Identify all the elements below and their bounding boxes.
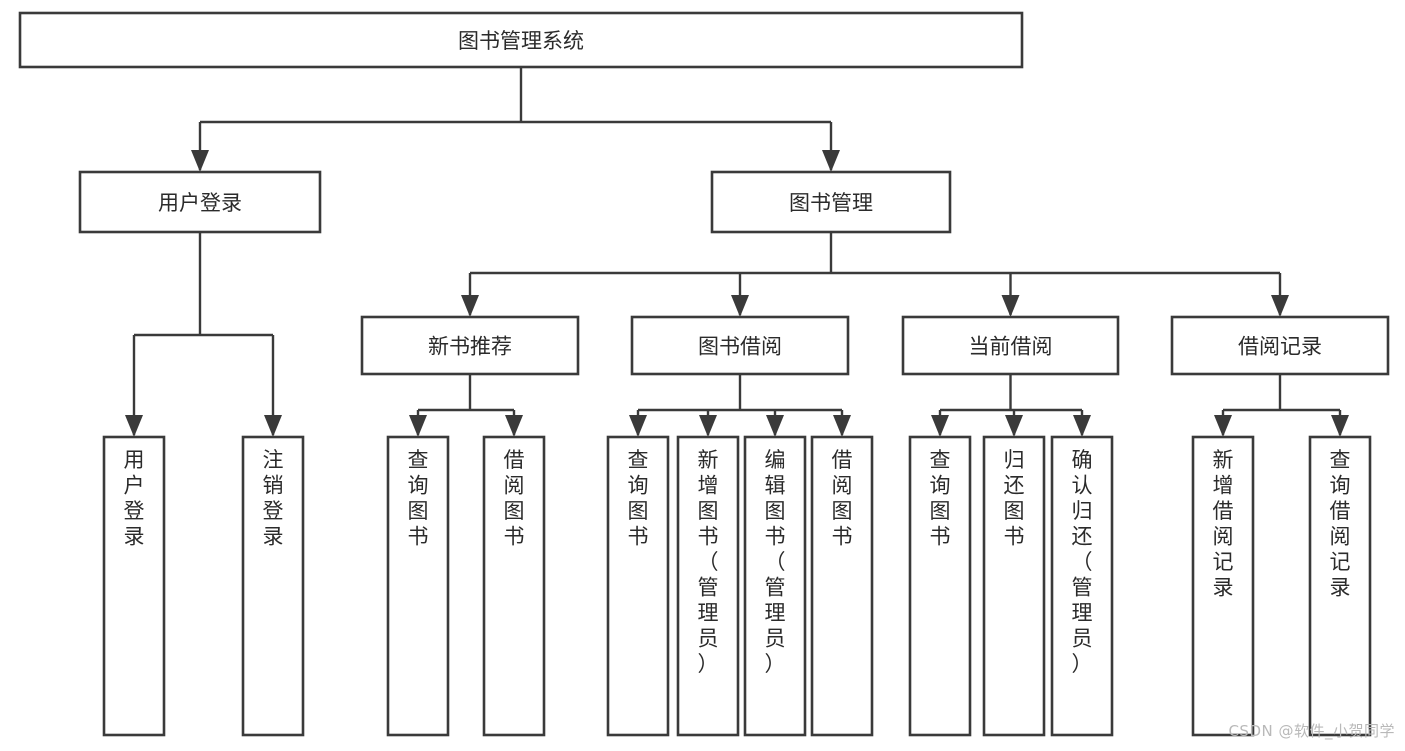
node-leaf-12-box[interactable] [1308,435,1372,737]
node-root-system-box[interactable] [18,11,1024,69]
node-leaf-1[interactable]: 注销登录 [241,435,305,737]
watermark-label: CSDN @软件_小贺同学 [1228,722,1395,740]
arrowhead-root-branch-0 [191,150,209,172]
node-leaf-9[interactable]: 归还图书 [982,435,1046,737]
node-level2-0-label: 用户登录 [158,191,242,215]
node-leaf-5[interactable]: 新增图书（管理员） [676,435,740,737]
node-level2-1[interactable]: 图书管理 [710,170,952,234]
node-level3-2[interactable]: 当前借阅 [901,315,1120,376]
arrowhead-borrow-branch-2 [766,415,784,437]
arrowhead-current-branch-0 [931,415,949,437]
node-level3-3[interactable]: 借阅记录 [1170,315,1390,376]
connectors-layer [125,67,1349,437]
node-level3-2-box[interactable] [901,315,1120,376]
arrowhead-newbook-branch-0 [409,415,427,437]
node-leaf-3-label: 借阅图书 [504,448,525,549]
node-leaf-4[interactable]: 查询图书 [606,435,670,737]
node-level3-1[interactable]: 图书借阅 [630,315,850,376]
node-root-system[interactable]: 图书管理系统 [18,11,1024,69]
node-leaf-3-box[interactable] [482,435,546,737]
node-leaf-9-box[interactable] [982,435,1046,737]
arrowhead-books-branch-1 [731,295,749,317]
node-leaf-9-label: 归还图书 [1004,448,1025,549]
node-level2-1-box[interactable] [710,170,952,234]
arrowhead-current-branch-2 [1073,415,1091,437]
arrowhead-record-branch-0 [1214,415,1232,437]
node-root-system-label: 图书管理系统 [458,29,584,53]
node-leaf-10[interactable]: 确认归还（管理员） [1050,435,1114,737]
node-leaf-3[interactable]: 借阅图书 [482,435,546,737]
node-leaf-6-box[interactable] [743,435,807,737]
node-level3-0-box[interactable] [360,315,580,376]
arrowhead-borrow-branch-0 [629,415,647,437]
arrowhead-login-branch-1 [264,415,282,437]
node-level2-0[interactable]: 用户登录 [78,170,322,234]
node-level3-3-box[interactable] [1170,315,1390,376]
node-leaf-11-box[interactable] [1191,435,1255,737]
node-level3-1-label: 图书借阅 [698,335,782,359]
node-leaf-1-label: 注销登录 [263,448,284,549]
node-leaf-6[interactable]: 编辑图书（管理员） [743,435,807,737]
node-leaf-0-label: 用户登录 [124,448,145,549]
arrowhead-root-branch-1 [822,150,840,172]
node-leaf-10-label: 确认归还（管理员） [1072,448,1093,676]
arrowhead-books-branch-2 [1001,295,1020,317]
node-level2-1-label: 图书管理 [789,191,873,215]
node-level3-2-label: 当前借阅 [969,335,1053,359]
node-leaf-12-label: 查询借阅记录 [1330,448,1351,600]
node-leaf-2-label: 查询图书 [408,448,429,549]
node-leaf-5-label: 新增图书（管理员） [698,448,719,676]
arrowhead-newbook-branch-1 [505,415,523,437]
node-leaf-8[interactable]: 查询图书 [908,435,972,737]
node-leaf-0-box[interactable] [102,435,166,737]
node-leaf-11-label: 新增借阅记录 [1213,448,1234,600]
arrowhead-borrow-branch-1 [699,415,717,437]
node-level3-3-label: 借阅记录 [1238,335,1322,359]
node-level3-1-box[interactable] [630,315,850,376]
node-leaf-6-label: 编辑图书（管理员） [765,448,786,676]
node-leaf-8-box[interactable] [908,435,972,737]
node-leaf-12[interactable]: 查询借阅记录 [1308,435,1372,737]
node-leaf-11[interactable]: 新增借阅记录 [1191,435,1255,737]
arrowhead-record-branch-1 [1331,415,1349,437]
node-leaf-10-box[interactable] [1050,435,1114,737]
node-leaf-8-label: 查询图书 [930,448,951,549]
node-leaf-1-box[interactable] [241,435,305,737]
node-leaf-0[interactable]: 用户登录 [102,435,166,737]
node-leaf-4-box[interactable] [606,435,670,737]
arrowhead-books-branch-0 [461,295,479,317]
node-leaf-7-label: 借阅图书 [832,448,853,549]
node-leaf-7-box[interactable] [810,435,874,737]
nodes-layer: 图书管理系统用户登录图书管理新书推荐图书借阅当前借阅借阅记录用户登录注销登录查询… [18,11,1390,737]
node-leaf-4-label: 查询图书 [628,448,649,549]
node-leaf-2-box[interactable] [386,435,450,737]
arrowhead-current-branch-1 [1005,415,1023,437]
node-leaf-7[interactable]: 借阅图书 [810,435,874,737]
node-level3-0-label: 新书推荐 [428,335,512,359]
node-level2-0-box[interactable] [78,170,322,234]
node-level3-0[interactable]: 新书推荐 [360,315,580,376]
node-leaf-5-box[interactable] [676,435,740,737]
arrowhead-borrow-branch-3 [833,415,851,437]
arrowhead-books-branch-3 [1271,295,1289,317]
node-leaf-2[interactable]: 查询图书 [386,435,450,737]
arrowhead-login-branch-0 [125,415,143,437]
